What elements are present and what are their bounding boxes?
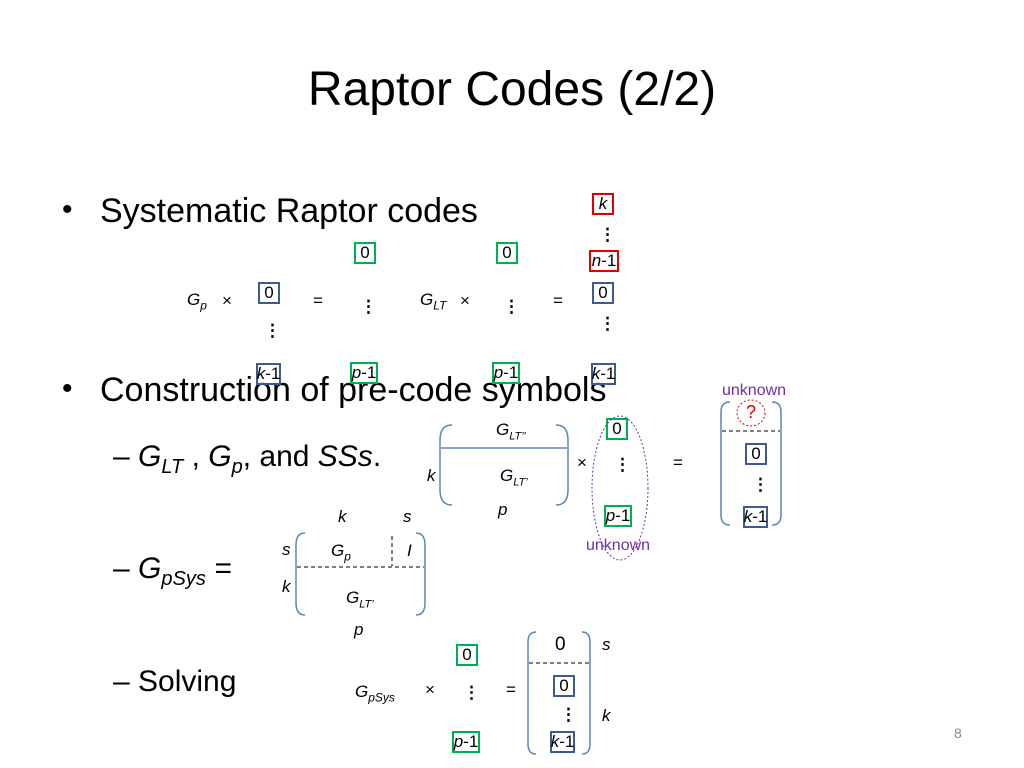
eq2-res-right-bracket — [771, 401, 782, 526]
separator: , — [183, 440, 209, 473]
eq4-vec-bottom: p-1 — [452, 731, 480, 753]
eq1-vec1-bottom: k-1 — [256, 363, 281, 385]
eq2-vec-dots: ⋮ — [614, 455, 631, 474]
eq2-unknown-top: unknown — [722, 382, 787, 399]
gp-subscript: p — [231, 456, 243, 478]
eq2-glt1: GLT’ — [500, 466, 528, 489]
eq3-row-s: s — [282, 540, 291, 559]
subbullet-solving: – Solving — [113, 665, 236, 699]
bullet-marker: • — [62, 193, 73, 226]
eq2-res-k1: k-1 — [743, 506, 768, 528]
eq3-right-bracket — [415, 532, 426, 616]
eq1-equals: = — [313, 291, 323, 310]
bullet-construction: Construction of pre-code symbols — [100, 371, 607, 409]
eq1-vec1-top: 0 — [258, 282, 280, 304]
gp-symbol: G — [208, 440, 232, 473]
eq3-p-label: p — [354, 620, 364, 639]
subbullet-glt-gp-sss: – GLT , Gp, and SSs. — [113, 440, 381, 479]
eq4-gpsys: GpSys — [355, 682, 395, 705]
eq1-vec4-dots1: ⋮ — [599, 225, 616, 244]
eq1-gp: Gp — [187, 290, 207, 313]
eq2-glt2: GLT’’ — [496, 420, 526, 443]
eq1-vec1-dots: ⋮ — [264, 321, 281, 340]
eq2-k-label: k — [427, 466, 436, 485]
sss-text: SSs — [317, 440, 373, 473]
eq2-vec-bottom: p-1 — [604, 505, 632, 527]
eq2-right-bracket — [555, 424, 569, 506]
eq2-times: × — [577, 453, 587, 472]
eq1-vec3-bottom: p-1 — [492, 362, 520, 384]
eq3-gp: Gp — [331, 541, 351, 564]
eq3-s-label: s — [403, 507, 412, 526]
eq3-left-bracket — [295, 532, 306, 616]
gpsys-subscript: pSys — [161, 568, 206, 590]
eq1-equals2: = — [553, 291, 563, 310]
eq1-vec2-bottom: p-1 — [350, 362, 378, 384]
dash: – — [113, 440, 130, 473]
eq2-left-bracket — [439, 424, 453, 506]
eq1-vec2-top: 0 — [354, 242, 376, 264]
eq3-glt: GLT’ — [346, 588, 374, 611]
eq1-times: × — [222, 291, 232, 310]
eq4-vec-top: 0 — [456, 644, 478, 666]
eq2-unknown-bottom: unknown — [586, 537, 651, 554]
eq2-res-zero: 0 — [745, 443, 767, 465]
and-text: , and — [242, 440, 318, 473]
eq3-identity: I — [407, 541, 412, 560]
eq4-res-top-zero: 0 — [555, 634, 566, 655]
eq4-times: × — [425, 680, 435, 699]
eq4-left-bracket — [527, 631, 537, 755]
eq1-vec4-k1: k-1 — [591, 363, 616, 385]
equals-text: = — [205, 552, 232, 585]
bullet-systematic-raptor: Systematic Raptor codes — [100, 192, 478, 230]
eq1-vec4-k: k — [592, 193, 614, 215]
eq1-times2: × — [460, 291, 470, 310]
page-number: 8 — [954, 725, 962, 741]
eq1-vec2-dots: ⋮ — [360, 297, 377, 316]
subbullet-gpsys: – GpSys = — [113, 552, 232, 591]
eq1-vec4-zero: 0 — [592, 282, 614, 304]
eq1-vec4-dots2: ⋮ — [599, 314, 616, 333]
eq4-vec-dots: ⋮ — [463, 683, 480, 702]
eq4-right-bracket — [581, 631, 591, 755]
eq2-equals: = — [673, 453, 683, 472]
eq4-k-label: k — [602, 706, 611, 725]
eq2-question: ? — [746, 402, 757, 422]
slide-title: Raptor Codes (2/2) — [307, 63, 717, 116]
gpsys-symbol: G — [138, 552, 162, 585]
eq4-equals: = — [506, 680, 516, 699]
eq1-vec4-n1: n-1 — [589, 250, 619, 272]
eq2-res-left-bracket — [720, 401, 731, 526]
glt-subscript: LT — [161, 456, 184, 478]
solving-text: Solving — [138, 665, 237, 698]
eq1-vec3-dots: ⋮ — [503, 297, 520, 316]
eq3-k-label: k — [338, 507, 347, 526]
eq2-vec-top: 0 — [606, 418, 628, 440]
eq4-s-label: s — [602, 635, 611, 654]
eq1-vec3-top: 0 — [496, 242, 518, 264]
eq2-p-label: p — [498, 500, 508, 519]
eq4-res-k1: k-1 — [550, 731, 575, 753]
eq1-glt: GLT — [420, 290, 447, 313]
period: . — [372, 440, 382, 473]
eq3-row-k: k — [282, 577, 291, 596]
dash: – — [113, 552, 130, 585]
glt-symbol: G — [138, 440, 162, 473]
eq2-res-dots: ⋮ — [752, 475, 769, 494]
eq4-res-zero: 0 — [553, 675, 575, 697]
bullet-marker: • — [62, 372, 73, 405]
dash: – — [113, 665, 130, 698]
eq4-res-dots: ⋮ — [560, 705, 577, 724]
